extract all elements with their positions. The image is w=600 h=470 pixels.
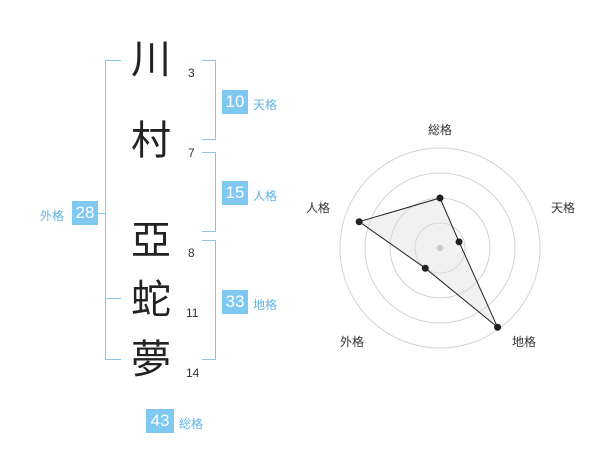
stroke-count-1: 3 [188,66,195,80]
radar-point [436,194,444,202]
radar-points [355,194,502,331]
gaikaku-badge: 28 [72,201,98,225]
chikaku-badge: 33 [222,290,248,314]
radar-polygon [358,197,499,328]
radar-axis-label-soukaku: 総格 [428,122,452,137]
name-char-4: 蛇 [131,277,171,323]
tenkaku-label: 天格 [253,98,278,112]
jinkaku-badge: 15 [222,181,248,205]
radar-axis-label-jinkaku: 人格 [306,200,330,215]
stroke-count-5: 14 [186,366,200,380]
name-char-2: 村 [131,118,171,164]
radar-center-dot [436,244,444,252]
tenkaku-bracket [202,60,216,140]
chikaku-bracket [202,240,216,360]
radar-ring [339,147,541,349]
radar-rings [339,147,541,349]
radar-ring [414,222,466,274]
chikaku-label: 地格 [253,298,278,312]
name-char-5: 夢 [131,337,171,383]
radar-point [494,323,502,331]
radar-point [421,264,429,272]
radar-point [355,218,363,226]
gaikaku-bracket-connector [98,213,106,214]
soukaku-badge: 43 [146,409,174,433]
radar-axis-label-chikaku: 地格 [512,334,536,349]
tenkaku-badge: 10 [222,90,248,114]
name-char-3: 亞 [131,218,171,264]
gaikaku-bracket [105,60,121,360]
stroke-count-3: 8 [188,246,195,260]
radar-point [455,238,463,246]
radar-axis-label-tenkaku: 天格 [551,200,575,215]
jinkaku-bracket [202,152,216,232]
stroke-count-2: 7 [188,146,195,160]
name-char-1: 川 [131,37,171,83]
gaikaku-label: 外格 [40,209,65,223]
soukaku-label: 総格 [179,417,204,431]
radar-axis-label-gaikaku: 外格 [340,334,364,349]
jinkaku-label: 人格 [253,189,278,203]
radar-ring [364,172,516,324]
stroke-count-4: 11 [186,306,199,320]
gaikaku-bracket-tick [105,298,121,299]
